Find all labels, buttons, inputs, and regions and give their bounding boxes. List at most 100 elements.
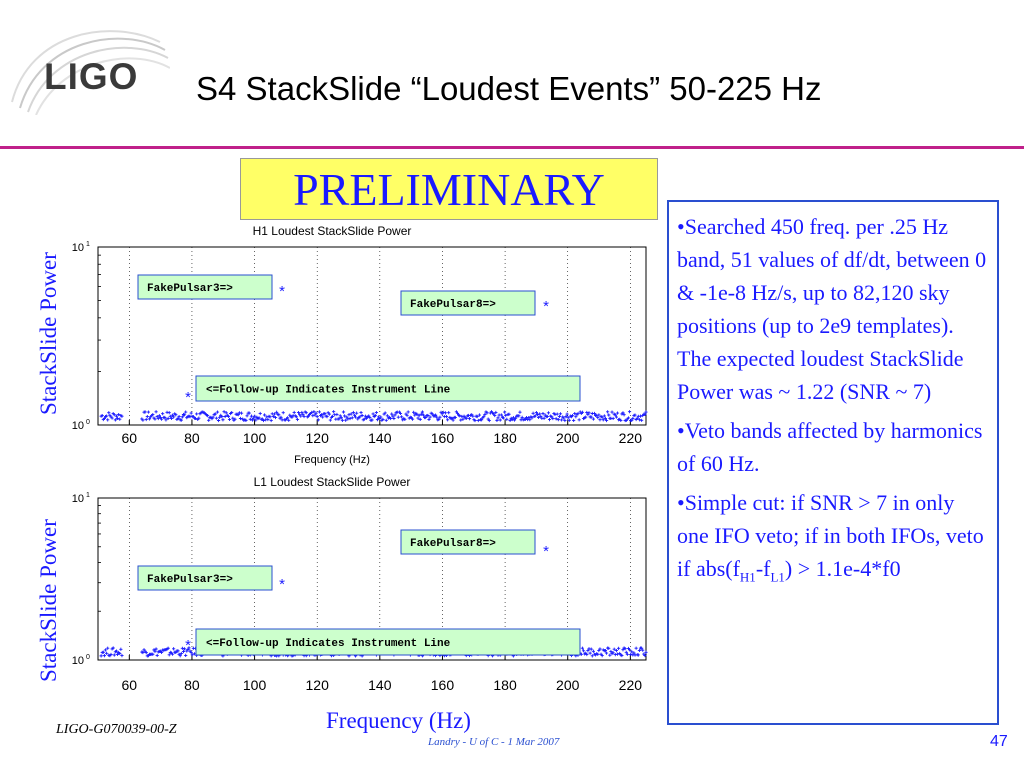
baseline-point <box>427 417 431 422</box>
baseline-point <box>181 649 186 654</box>
x-tick-label: 140 <box>368 677 392 693</box>
baseline-point <box>190 653 194 657</box>
baseline-point <box>384 418 388 422</box>
baseline-point <box>363 414 368 418</box>
baseline-point <box>483 412 487 417</box>
baseline-point <box>533 414 537 418</box>
baseline-point <box>112 653 116 657</box>
y-axis-label-bottom: StackSlide Power <box>36 519 61 682</box>
ligo-logo: LIGO <box>0 20 170 115</box>
baseline-point <box>546 411 551 415</box>
baseline-point <box>154 410 158 414</box>
baseline-point <box>487 418 491 423</box>
baseline-point <box>641 648 645 652</box>
baseline-point <box>187 646 191 650</box>
preliminary-banner: PRELIMINARY <box>240 158 658 220</box>
baseline-point <box>527 416 531 420</box>
baseline-point <box>370 418 374 422</box>
baseline-point <box>144 417 148 422</box>
baseline-point <box>536 415 541 419</box>
baseline-point <box>115 652 120 656</box>
baseline-point <box>598 418 602 422</box>
baseline-point <box>105 414 109 418</box>
baseline-point <box>330 414 335 418</box>
baseline-point <box>451 418 455 422</box>
bullet-3-part1: •Simple cut: if SNR > 7 in only one IFO … <box>677 490 984 581</box>
baseline-point <box>153 649 157 653</box>
baseline-point <box>592 411 597 416</box>
baseline-point <box>120 414 124 418</box>
y-tick-exponent: 0 <box>86 654 90 661</box>
baseline-point <box>222 410 226 414</box>
baseline-point <box>597 413 601 417</box>
baseline-point <box>534 411 538 415</box>
baseline-point <box>170 413 175 417</box>
baseline-point <box>567 418 571 422</box>
baseline-point <box>172 647 176 651</box>
baseline-point <box>459 418 463 422</box>
bullet-3: •Simple cut: if SNR > 7 in only one IFO … <box>677 486 989 593</box>
baseline-point <box>352 413 357 417</box>
baseline-point <box>604 651 609 655</box>
baseline-point <box>531 411 535 415</box>
baseline-point <box>418 417 422 421</box>
baseline-point <box>151 652 155 656</box>
x-tick-label: 160 <box>431 677 455 693</box>
x-tick-label: 60 <box>122 430 138 446</box>
baseline-point <box>114 414 119 418</box>
baseline-point <box>184 410 188 414</box>
baseline-point <box>286 416 290 420</box>
baseline-point <box>636 653 640 657</box>
baseline-point <box>613 653 617 657</box>
baseline-point <box>145 414 149 419</box>
baseline-point <box>358 415 362 419</box>
baseline-point <box>159 417 164 421</box>
baseline-point <box>316 418 320 422</box>
baseline-point <box>294 415 298 419</box>
baseline-point <box>371 412 375 416</box>
baseline-point <box>197 416 201 420</box>
baseline-point <box>496 416 500 420</box>
baseline-point <box>213 412 217 416</box>
baseline-point <box>643 653 647 658</box>
baseline-point <box>328 418 332 422</box>
x-tick-label: 180 <box>493 677 517 693</box>
x-tick-label: 140 <box>368 430 392 446</box>
baseline-point <box>304 411 308 415</box>
baseline-point <box>585 652 589 657</box>
baseline-point <box>327 412 331 416</box>
baseline-point <box>606 410 610 414</box>
annotation-label: FakePulsar3=> <box>147 574 233 586</box>
baseline-point <box>507 412 511 416</box>
baseline-point <box>622 413 626 417</box>
baseline-point <box>279 415 283 419</box>
baseline-points <box>99 410 648 423</box>
baseline-point <box>477 413 482 417</box>
baseline-point <box>335 412 339 417</box>
baseline-point <box>620 653 624 658</box>
baseline-point <box>143 410 147 414</box>
baseline-point <box>178 654 182 658</box>
baseline-point <box>182 647 187 651</box>
baseline-point <box>577 418 581 422</box>
baseline-point <box>321 415 325 419</box>
baseline-point <box>446 418 450 422</box>
baseline-point <box>565 412 569 416</box>
baseline-point <box>393 413 397 417</box>
baseline-point <box>492 412 496 416</box>
baseline-point <box>195 412 199 416</box>
baseline-point <box>110 416 114 420</box>
baseline-point <box>608 653 612 657</box>
baseline-point <box>453 415 457 420</box>
x-tick-label: 100 <box>243 677 267 693</box>
baseline-point <box>166 646 170 650</box>
baseline-point <box>206 414 210 418</box>
baseline-point <box>560 418 564 422</box>
baseline-point <box>631 416 635 421</box>
baseline-point <box>517 414 521 418</box>
annotation-box <box>195 628 581 656</box>
baseline-point <box>475 414 479 419</box>
baseline-point <box>350 416 354 420</box>
baseline-point <box>428 415 432 419</box>
baseline-point <box>299 414 303 418</box>
